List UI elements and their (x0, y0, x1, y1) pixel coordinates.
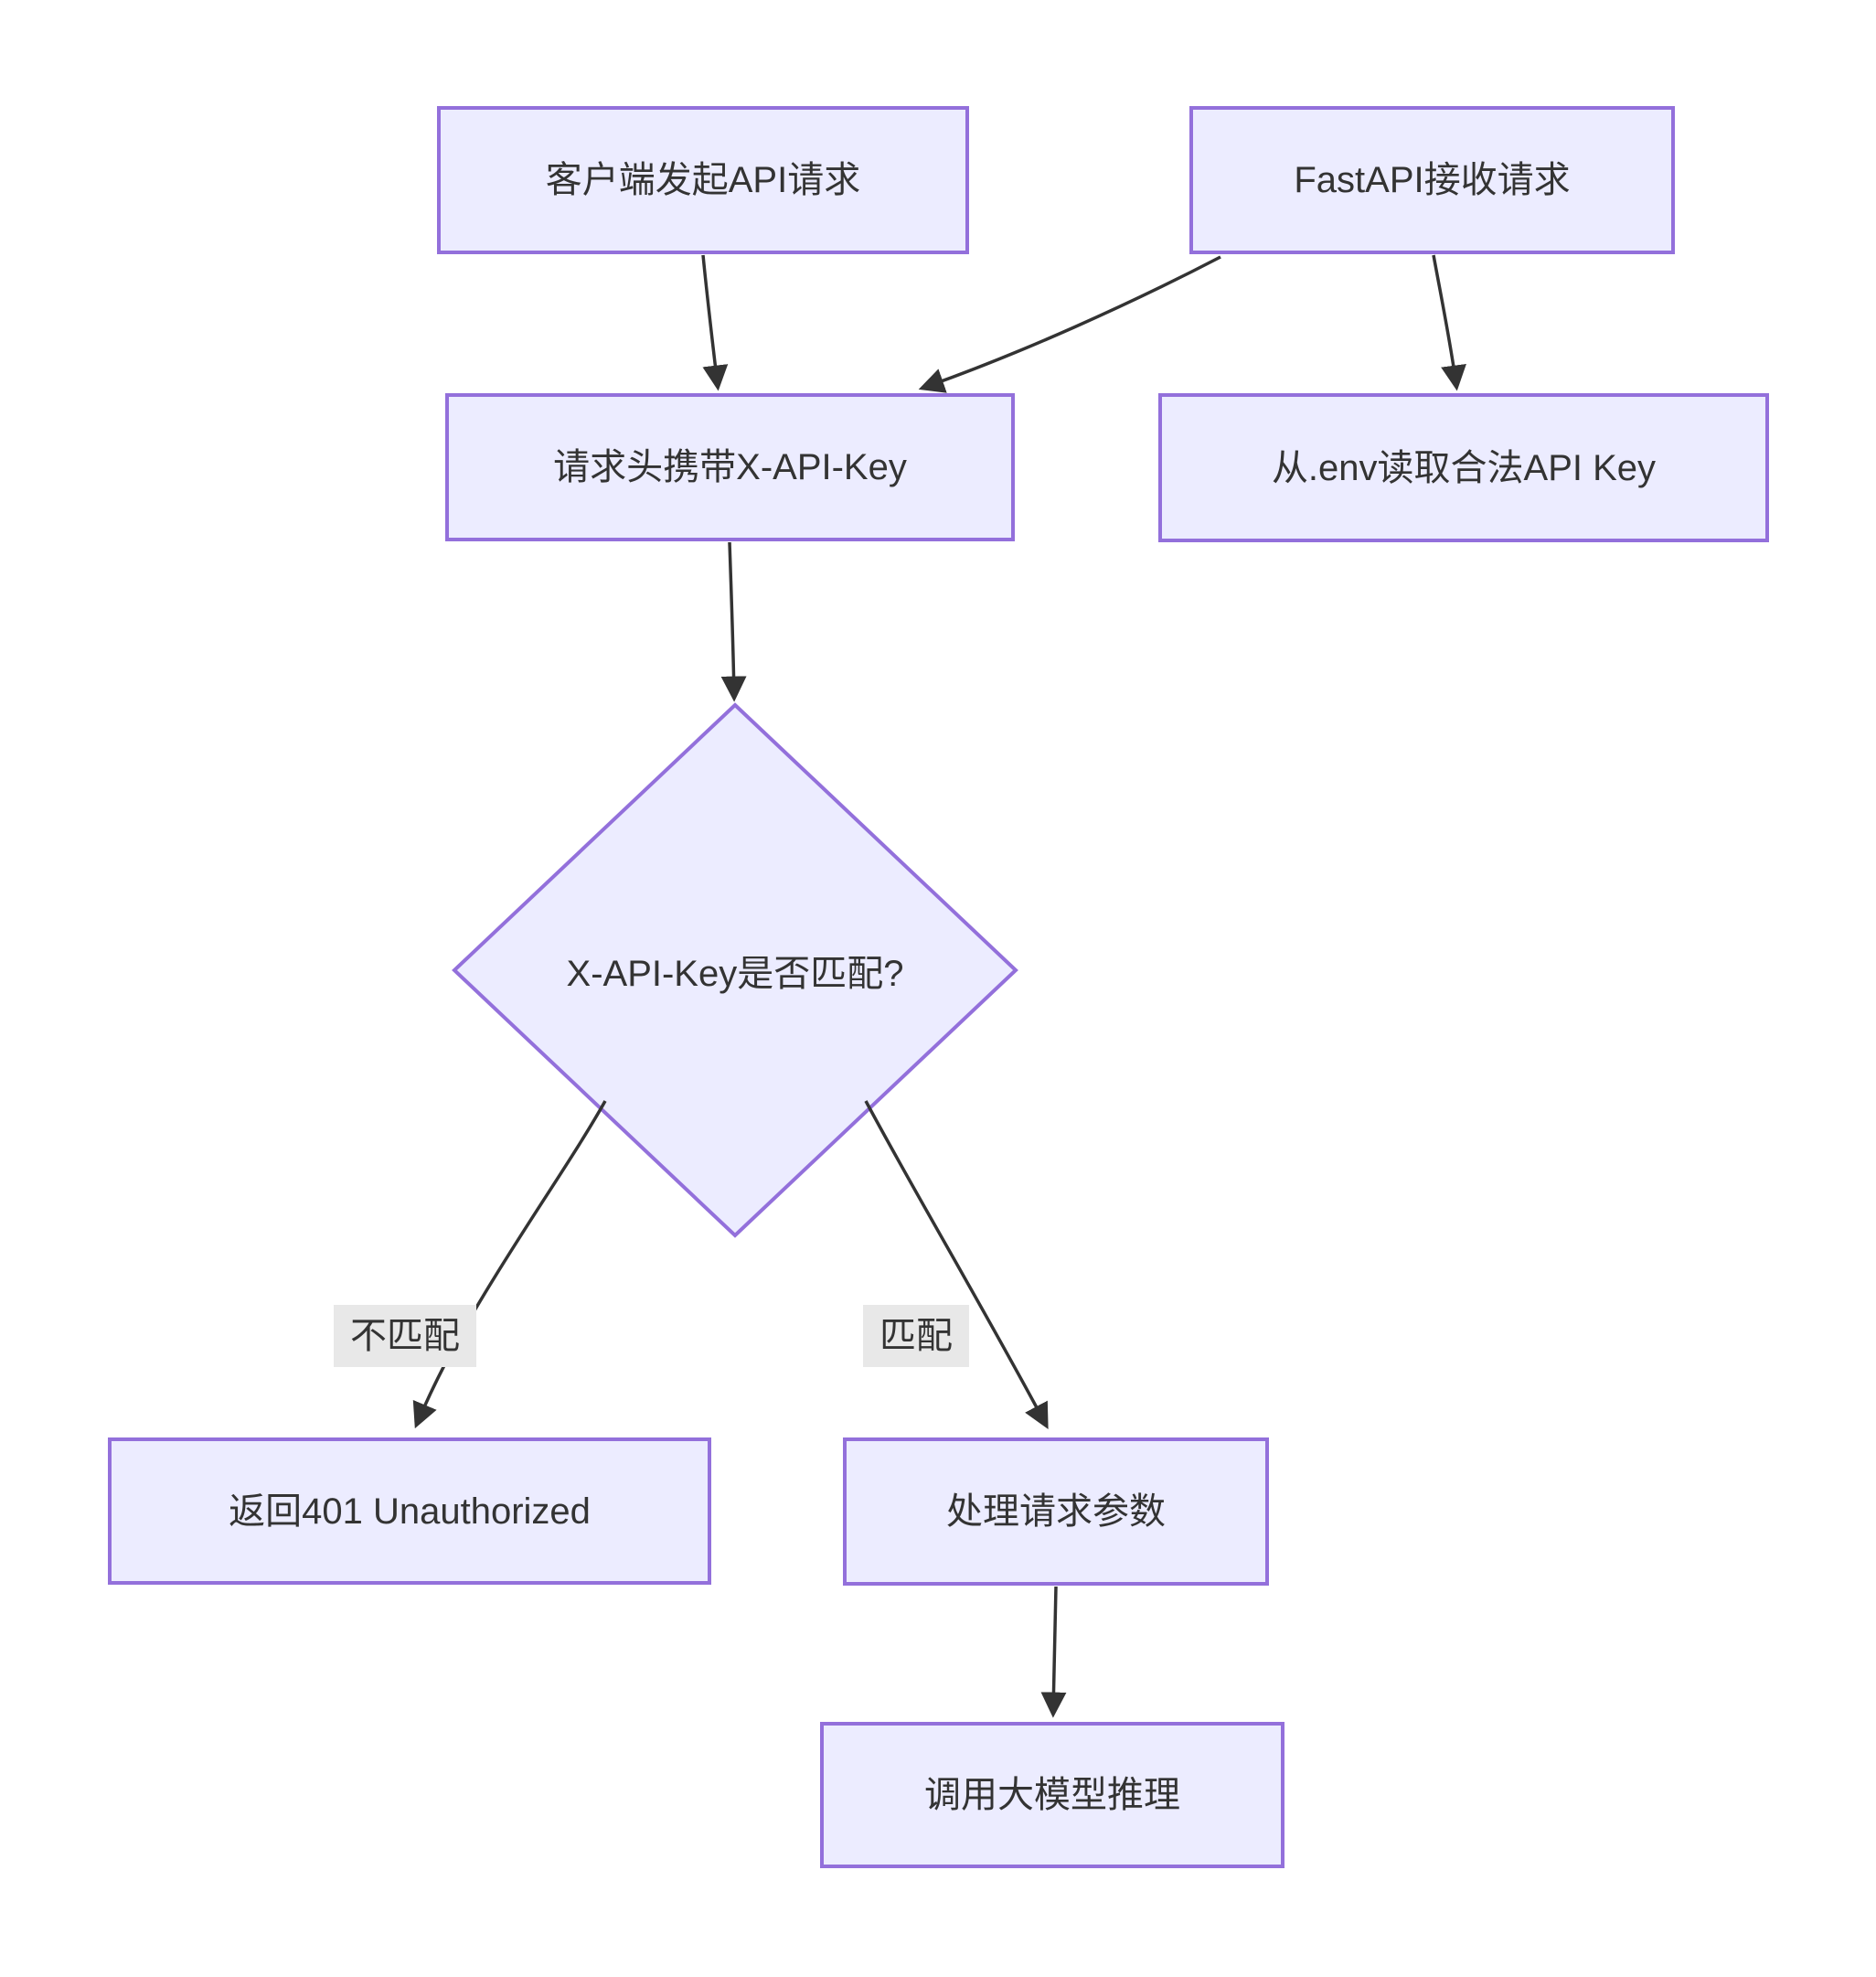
edge-label-match: 匹配 (863, 1305, 969, 1367)
node-call-llm-label: 调用大模型推理 (924, 1775, 1180, 1815)
node-client-request: 客户端发起API请求 (437, 106, 969, 254)
edge-decision-to-process (864, 1100, 1049, 1429)
edge-decision-to-401 (412, 1100, 607, 1429)
edge-client-to-header (701, 254, 729, 391)
edge-label-no-match: 不匹配 (334, 1305, 476, 1367)
node-return-401-label: 返回401 Unauthorized (229, 1491, 591, 1532)
edge-fastapi-to-env (1432, 254, 1466, 391)
node-process-params: 处理请求参数 (843, 1437, 1269, 1586)
node-call-llm: 调用大模型推理 (820, 1722, 1284, 1868)
node-key-match-decision-label: X-API-Key是否匹配? (566, 954, 904, 994)
node-header-api-key: 请求头携带X-API-Key (445, 393, 1015, 541)
node-env-api-key-label: 从.env读取合法API Key (1271, 447, 1657, 488)
node-return-401: 返回401 Unauthorized (108, 1437, 711, 1585)
edge-fastapi-to-header (918, 255, 1221, 393)
edge-header-to-decision (720, 541, 747, 702)
node-client-request-label: 客户端发起API请求 (545, 160, 861, 200)
node-env-api-key: 从.env读取合法API Key (1158, 393, 1769, 542)
node-header-api-key-label: 请求头携带X-API-Key (553, 447, 907, 487)
node-fastapi-receive-label: FastAPI接收请求 (1294, 160, 1571, 200)
edge-process-to-llm (1040, 1586, 1067, 1718)
node-fastapi-receive: FastAPI接收请求 (1189, 106, 1675, 254)
node-process-params-label: 处理请求参数 (946, 1491, 1166, 1532)
